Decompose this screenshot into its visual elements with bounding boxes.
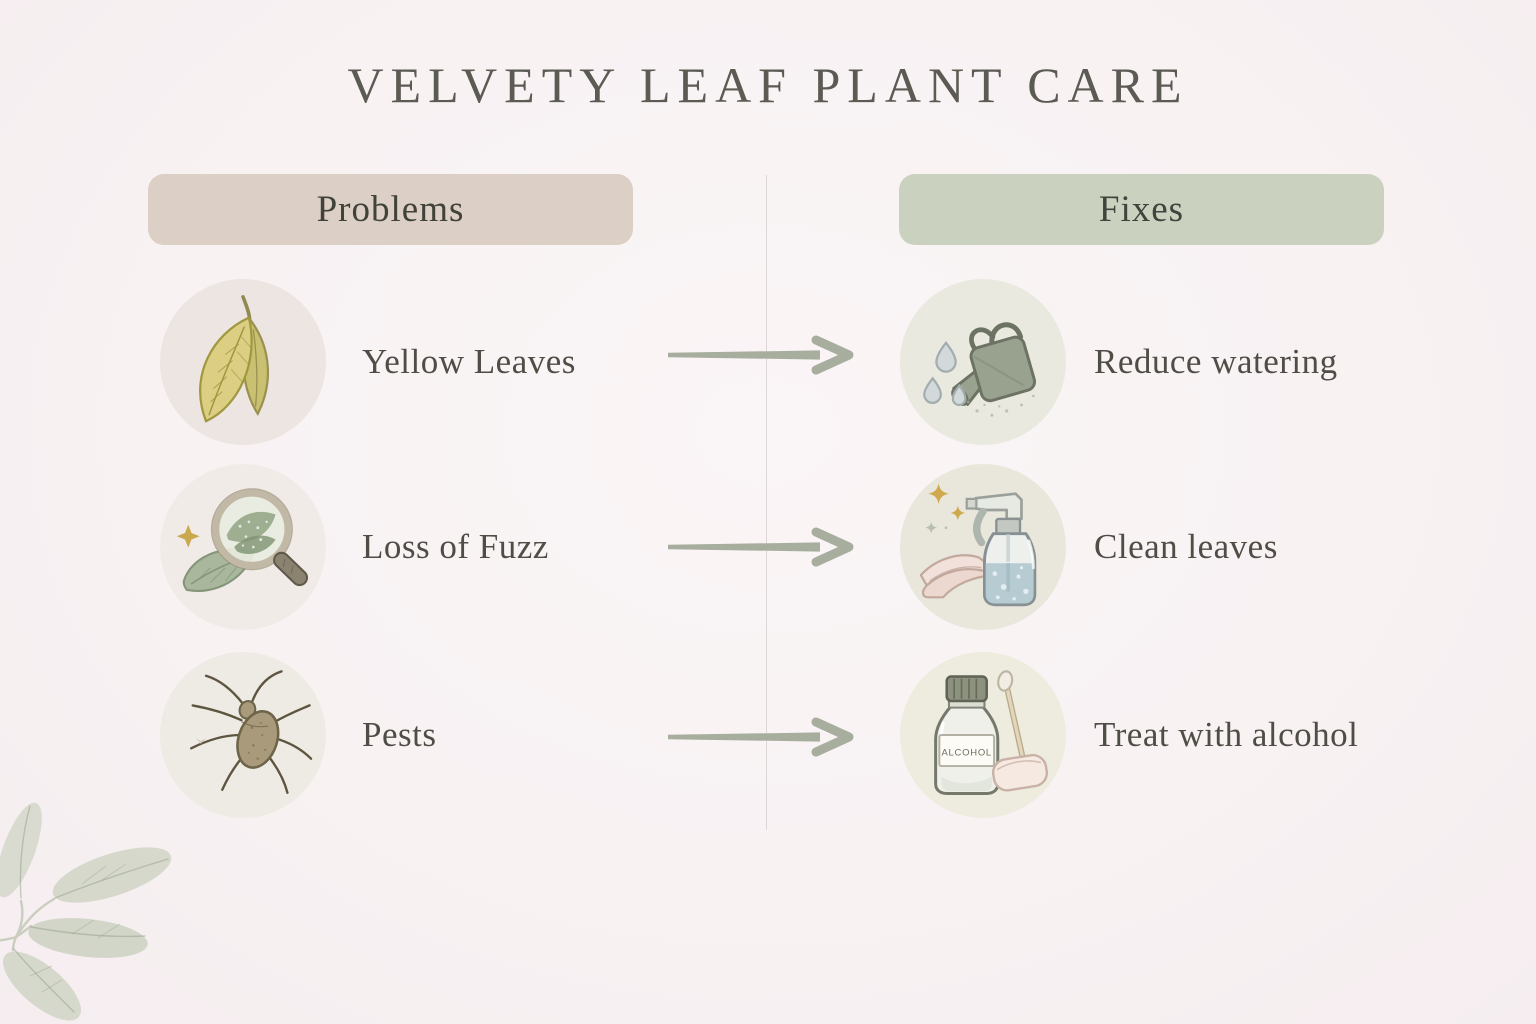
- fixes-header: Fixes: [899, 174, 1384, 245]
- problem-label: Loss of Fuzz: [362, 527, 549, 566]
- fix-item: Clean leaves: [900, 464, 1278, 630]
- magnifier-leaf-icon: [176, 488, 309, 592]
- alcohol-label-text: ALCOHOL: [942, 748, 992, 759]
- yellow-leaves-icon: [199, 295, 269, 423]
- icon-circle: ALCOHOL: [900, 652, 1066, 818]
- alcohol-bottle-icon: ALCOHOL: [934, 670, 1049, 795]
- fix-item: ALCOHOL Treat with alcohol: [900, 652, 1358, 818]
- arrow-icon: [668, 717, 854, 757]
- fix-label: Clean leaves: [1094, 527, 1278, 566]
- problem-label: Yellow Leaves: [362, 342, 576, 381]
- problems-header: Problems: [148, 174, 633, 245]
- page-title: VELVETY LEAF PLANT CARE: [347, 57, 1189, 113]
- leaf-branch-decoration: [0, 802, 172, 1021]
- fix-label: Treat with alcohol: [1094, 715, 1359, 754]
- icon-circle: [900, 279, 1066, 445]
- problem-item: Pests: [160, 652, 436, 818]
- icon-circle: [900, 464, 1066, 630]
- icon-circle: [160, 652, 326, 818]
- fix-label: Reduce watering: [1094, 342, 1338, 381]
- spray-bottle-icon: [919, 483, 1037, 607]
- icon-circle: [160, 279, 326, 445]
- problem-label: Pests: [362, 715, 437, 754]
- problem-item: Yellow Leaves: [160, 279, 576, 445]
- fixes-header-label: Fixes: [1098, 189, 1185, 230]
- bug-icon: [190, 670, 313, 794]
- arrow-icon: [668, 527, 854, 567]
- arrow-icon: [668, 335, 854, 375]
- watering-can-icon: [923, 322, 1037, 417]
- icon-circle: [160, 464, 326, 630]
- problem-item: Loss of Fuzz: [160, 464, 549, 630]
- problems-header-label: Problems: [316, 189, 465, 230]
- column-divider: [766, 175, 767, 830]
- fix-item: Reduce watering: [900, 279, 1338, 445]
